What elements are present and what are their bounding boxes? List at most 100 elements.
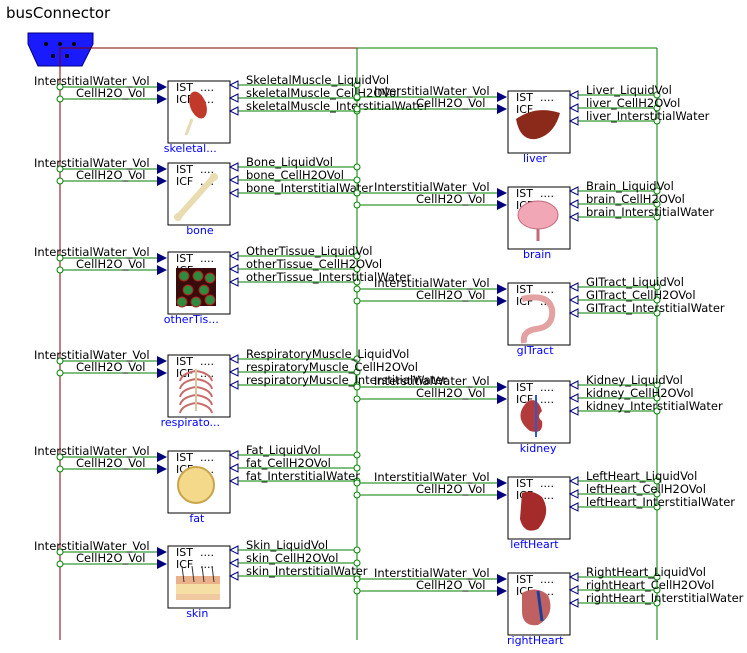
organ-name: respirato... xyxy=(161,416,220,429)
junction-dot xyxy=(653,187,661,195)
junction-dot xyxy=(353,559,361,567)
organ-box[interactable] xyxy=(167,354,231,418)
rib-right xyxy=(195,378,213,390)
junction-dot xyxy=(353,163,361,171)
output-label: fat_InterstitialWater xyxy=(246,469,360,483)
junction-dot xyxy=(353,105,361,113)
ist-port-label: IST xyxy=(516,283,533,296)
junction-dot xyxy=(56,548,64,556)
output-label: Liver_LiquidVol xyxy=(586,83,672,97)
dots-label: .... xyxy=(540,489,554,502)
hair-line xyxy=(191,565,195,583)
dots-label: .... xyxy=(200,558,214,571)
output-label: otherTissue_InterstitialWater xyxy=(246,270,412,284)
output-label: SkeletalMuscle_LiquidVol xyxy=(246,73,389,87)
dots-label: .... xyxy=(200,252,214,265)
organ-name: liver xyxy=(523,152,547,165)
skin-icon xyxy=(176,565,220,600)
heart-shape xyxy=(522,589,551,626)
output-arrow xyxy=(228,571,239,581)
junction-dot xyxy=(353,546,361,554)
output-arrow xyxy=(568,406,579,416)
organ-name: rightHeart xyxy=(507,634,564,647)
output-arrow xyxy=(568,295,579,305)
input-label-interstitial: InterstitialWater_Vol xyxy=(34,348,150,362)
output-label: respiratoryMuscle_InterstitialWater xyxy=(246,373,447,387)
input-label-interstitial: InterstitialWater_Vol xyxy=(374,470,490,484)
organ-block-liver[interactable]: ISTICF........liverInterstitialWater_Vol… xyxy=(353,83,710,165)
dots-label: .... xyxy=(540,477,554,490)
dots-label: .... xyxy=(540,381,554,394)
icf-port-label: ICF xyxy=(176,558,193,571)
junction-dot xyxy=(353,464,361,472)
brain-shape xyxy=(517,200,559,230)
input-label-cell: CellH2O_Vol xyxy=(416,192,485,206)
input-label-cell: CellH2O_Vol xyxy=(76,360,145,374)
junction-dot xyxy=(353,285,361,293)
junction-dot xyxy=(56,369,64,377)
input-label-interstitial: InterstitialWater_Vol xyxy=(374,84,490,98)
organ-block-skin[interactable]: ISTICF........skinInterstitialWater_VolC… xyxy=(34,538,368,620)
dots-label: .... xyxy=(200,81,214,94)
junction-dot xyxy=(353,201,361,209)
output-label: Kidney_LiquidVol xyxy=(586,373,683,387)
output-arrow xyxy=(228,450,239,460)
output-arrow xyxy=(568,502,579,512)
junction-dot xyxy=(353,176,361,184)
output-label: leftHeart_InterstitialWater xyxy=(586,495,735,509)
output-label: RightHeart_LiquidVol xyxy=(586,565,706,579)
intestine-icon xyxy=(520,294,556,344)
input-label-interstitial: InterstitialWater_Vol xyxy=(34,539,150,553)
output-arrow xyxy=(568,212,579,222)
output-arrow xyxy=(228,80,239,90)
junction-dot xyxy=(353,189,361,197)
dots-label: .... xyxy=(540,91,554,104)
output-arrow xyxy=(228,380,239,390)
junction-dot xyxy=(353,491,361,499)
intestine-shape xyxy=(520,294,556,344)
junction-dot xyxy=(653,296,661,304)
organ-block-gitract[interactable]: ISTICF........gITractInterstitialWater_V… xyxy=(353,275,725,357)
organ-block-kidney[interactable]: ISTICF........kidneyInterstitialWater_Vo… xyxy=(353,373,723,455)
organ-block-fat[interactable]: ISTICF........fatInterstitialWater_VolCe… xyxy=(34,443,361,525)
organ-block-othertis[interactable]: ISTICF........otherTis...InterstitialWat… xyxy=(34,244,412,326)
output-label: leftHeart_CellH2OVol xyxy=(586,482,706,496)
ist-port-label: IST xyxy=(516,573,533,586)
junction-dot xyxy=(56,465,64,473)
ist-port-label: IST xyxy=(176,355,193,368)
cell-shape xyxy=(198,284,210,296)
ribcage-icon xyxy=(179,369,213,414)
output-label: Brain_LiquidVol xyxy=(586,179,674,193)
junction-dot xyxy=(56,95,64,103)
junction-dot xyxy=(353,587,361,595)
organ-block-leftheart[interactable]: ISTICF........leftHeartInterstitialWater… xyxy=(353,469,735,551)
skin-layer xyxy=(176,594,220,600)
fat-cell xyxy=(177,466,215,504)
output-label: LeftHeart_LiquidVol xyxy=(586,469,697,483)
organ-name: otherTis... xyxy=(164,313,219,326)
junction-dot xyxy=(653,117,661,125)
output-label: fat_CellH2OVol xyxy=(246,456,331,470)
organ-name: fat xyxy=(189,512,205,525)
output-arrow xyxy=(568,308,579,318)
organ-name: gITract xyxy=(517,344,555,357)
organ-block-rightheart[interactable]: ISTICF........rightHeartInterstitialWate… xyxy=(353,565,744,647)
organ-name: leftHeart xyxy=(510,538,559,551)
organ-block-bone[interactable]: ISTICF........boneInterstitialWater_VolC… xyxy=(34,155,373,237)
output-label: rightHeart_CellH2OVol xyxy=(586,578,714,592)
kidney-icon xyxy=(520,395,543,437)
organ-name: skin xyxy=(186,607,208,620)
organ-name: kidney xyxy=(520,442,557,455)
organ-block-skeletal[interactable]: ISTICF........skeletal...InterstitialWat… xyxy=(34,73,429,155)
output-arrow xyxy=(568,572,579,582)
input-label-cell: CellH2O_Vol xyxy=(416,386,485,400)
organ-block-respirato[interactable]: ISTICF........respirato...InterstitialWa… xyxy=(34,347,447,429)
output-label: bone_InterstitialWater xyxy=(246,181,373,195)
rib-right xyxy=(195,370,213,382)
output-label: skin_CellH2OVol xyxy=(246,551,338,565)
organ-box[interactable] xyxy=(507,282,571,346)
junction-dot xyxy=(653,283,661,291)
output-arrow xyxy=(568,186,579,196)
organ-block-brain[interactable]: ISTICF........brainInterstitialWater_Vol… xyxy=(353,179,714,261)
dots-label: .... xyxy=(540,393,554,406)
